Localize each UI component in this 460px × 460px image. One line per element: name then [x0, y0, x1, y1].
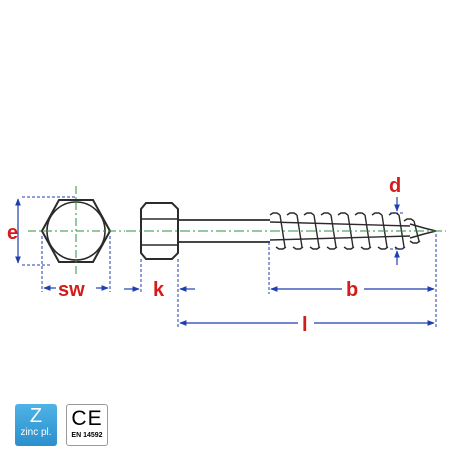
dimension-label-e: e [7, 222, 18, 244]
ce-mark-badge: CE EN 14592 [66, 404, 108, 446]
zinc-badge-letter: Z [29, 405, 43, 427]
head-end-view [28, 186, 125, 276]
hexagon-outline [40, 199, 112, 263]
ce-standard: EN 14592 [71, 432, 103, 439]
thread-turn [303, 212, 321, 250]
ce-mark: CE [71, 407, 103, 430]
dimension-k: k [124, 259, 195, 328]
dimension-e: e [7, 196, 76, 266]
dimension-sw: sw [41, 236, 111, 301]
dimension-d: d [389, 175, 405, 265]
thread-turn [286, 212, 304, 250]
head-side-outline [140, 202, 179, 260]
dimension-label-k: k [153, 279, 165, 301]
dimension-label-b: b [346, 279, 358, 301]
screw-side-view [126, 202, 446, 260]
dimension-label-d: d [389, 175, 401, 197]
dimension-b: b [268, 234, 437, 328]
zinc-badge-text: zinc pl. [20, 427, 52, 438]
dimension-label-sw: sw [58, 279, 85, 301]
dimension-label-l: l [302, 314, 308, 336]
zinc-plated-badge: Z zinc pl. [15, 404, 57, 446]
thread-turn [269, 212, 287, 250]
dimension-l: l [179, 314, 435, 336]
